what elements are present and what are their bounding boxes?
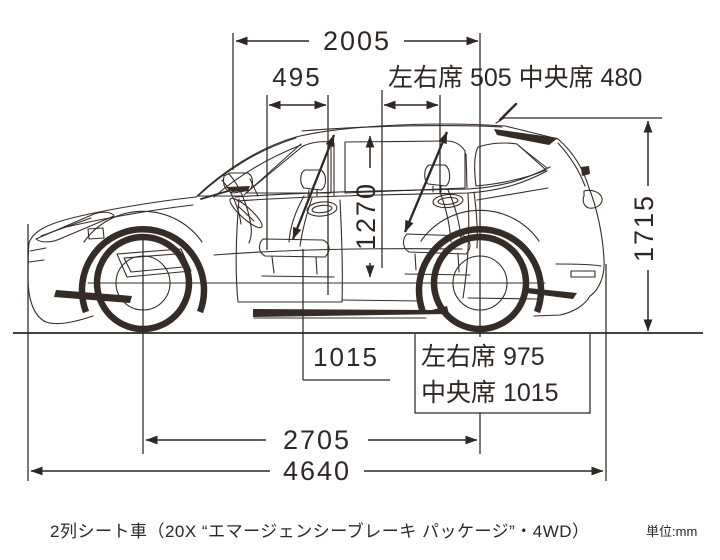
headlight [35, 211, 115, 243]
dim-rear-seat-505-480: 左右席 505 中央席 480 [381, 64, 642, 268]
dashboard-inner-line [221, 179, 242, 225]
headlight-inner-line [40, 217, 92, 237]
dim-value-4640: 4640 [283, 456, 351, 486]
rear-bumper-line [555, 263, 602, 267]
dim-value-1715: 1715 [629, 194, 659, 262]
quarter-window-kink [518, 145, 548, 169]
rocker-sill-trim [253, 306, 449, 317]
rear-door-handle-inner [437, 196, 459, 206]
front-door-rear-edge [339, 199, 343, 303]
rear-spoiler [494, 129, 558, 145]
rear-reflector [570, 270, 596, 278]
dim-label-rear-headroom-outer: 左右席 975 [421, 343, 545, 371]
dim-overall-height-1715: 1715 [504, 117, 662, 332]
figure-caption: 2列シート車（20X “エマージェンシーブレーキ パッケージ”・4WD） [50, 521, 590, 541]
door-crease-line [213, 248, 463, 256]
rear-headroom-diagonal-arrow [403, 131, 449, 233]
rear-door-upper-edge [465, 153, 468, 189]
dim-overall-length-4640: 4640 [30, 456, 604, 486]
dashboard-line [228, 173, 252, 244]
dim-value-2705: 2705 [283, 425, 351, 455]
front-sensor-box [87, 227, 105, 240]
side-mirror-trim [226, 186, 250, 192]
dim-interior-height-1270: 1270 [351, 135, 381, 278]
rear-wiper-nub [581, 166, 590, 176]
front-door-window [245, 141, 332, 194]
dim-label-rear-headroom-center: 中央席 1015 [421, 379, 559, 407]
dim-value-1270: 1270 [351, 182, 381, 250]
fog-lamp-inner [123, 253, 184, 273]
roof-rail-line [301, 125, 503, 132]
front-lower-trim [54, 290, 132, 303]
dim-value-1015: 1015 [313, 342, 379, 372]
steering-wheel [229, 197, 263, 229]
front-door-handle [306, 201, 338, 217]
grille-line-1 [29, 247, 47, 252]
bracket-outline [414, 334, 591, 414]
tail-lamp [582, 189, 603, 209]
rear-lower-trim [526, 288, 577, 299]
front-wheel-arch [78, 226, 208, 314]
windshield-outer [197, 137, 297, 197]
parcel-shelf-line [476, 187, 549, 201]
rear-door-handle [432, 193, 464, 209]
grille-line-2 [28, 259, 45, 263]
fog-lamp [116, 248, 192, 278]
side-mirror [222, 172, 253, 194]
windshield-inner [213, 144, 302, 198]
dim-label-rear-seat: 左右席 505 中央席 480 [388, 64, 642, 92]
dim-value-2005: 2005 [323, 26, 391, 56]
roof-antenna [498, 102, 518, 122]
dim-wheelbase-2705: 2705 [145, 425, 478, 455]
quarter-window [474, 142, 547, 187]
front-door-handle-inner [311, 204, 333, 214]
dim-front-seat-495: 495 [266, 62, 329, 295]
front-headroom-diagonal-arrow [291, 134, 336, 240]
rear-door-rear-edge [462, 192, 470, 299]
door-bottom-line [237, 297, 539, 303]
tailgate-glass-line [557, 142, 586, 187]
front-seat-legs [261, 256, 335, 278]
unit-note: 単位:mm [646, 524, 697, 539]
car-body-outline [28, 123, 605, 317]
front-door-front-edge [235, 198, 240, 303]
car-side-view-drawing [27, 102, 605, 333]
cargo-partition-line [473, 191, 478, 249]
wiper [200, 190, 229, 200]
dim-value-495: 495 [272, 62, 321, 92]
steering-spoke [237, 205, 255, 222]
dim-rear-headroom-box: 左右席 975 中央席 1015 [414, 334, 591, 414]
hood-cut-line [61, 204, 194, 229]
front-seat-cushion [258, 238, 330, 258]
dim-front-headroom-1015: 1015 [302, 249, 390, 381]
roof-antenna-base [495, 117, 505, 124]
dim-interior-length-2005: 2005 [232, 26, 479, 170]
mirror-stem [249, 178, 259, 197]
